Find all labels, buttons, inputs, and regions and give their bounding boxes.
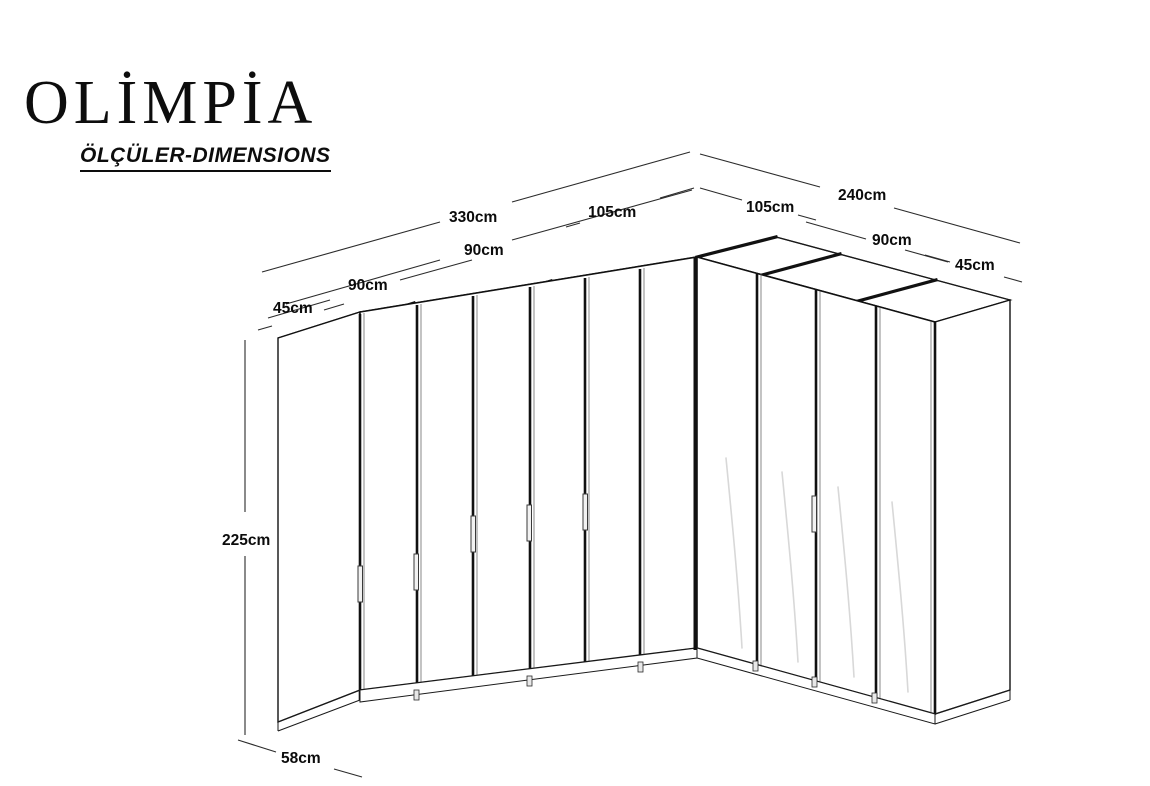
top-seam-r2 [856, 278, 938, 303]
dimension-labels: 330cm 105cm 90cm 90cm 45cm 240cm 105cm 9… [222, 187, 995, 767]
right-wing-door-dividers [755, 273, 937, 714]
label-height: 225cm [222, 532, 270, 549]
dim-line-left-105-b [659, 187, 695, 199]
label-left-total: 330cm [449, 209, 497, 226]
foot-r1 [752, 660, 759, 672]
label-right-90: 90cm [872, 232, 912, 249]
dimension-line-depth [237, 739, 363, 778]
dim-line-right-45-b [1003, 276, 1023, 283]
dim-line-left-total-b [511, 151, 691, 203]
dimension-lines-right [699, 153, 1023, 283]
dim-line-right-105-a [699, 187, 743, 201]
label-right-105: 105cm [746, 199, 794, 216]
dimension-lines-left [257, 151, 695, 331]
right-wing-mirror-streaks [725, 457, 909, 693]
right-wing-door-reveals [760, 274, 932, 713]
foot-l1 [413, 689, 420, 701]
door-handle-l3 [470, 515, 476, 553]
left-end-panel [277, 311, 361, 724]
dim-line-left-45-b [323, 303, 345, 311]
dim-line-right-105-b [797, 214, 817, 221]
dim-line-left-90u-a [285, 259, 441, 305]
dim-line-left-total-a [261, 221, 441, 273]
left-wing-front-face [359, 256, 698, 691]
dim-line-right-total-b [893, 207, 1021, 244]
label-left-90-upper: 90cm [464, 242, 504, 259]
door-handle-l4 [526, 504, 532, 542]
label-left-90-lower: 90cm [348, 277, 388, 294]
label-right-total: 240cm [838, 187, 886, 204]
label-depth: 58cm [281, 750, 321, 767]
right-end-panel [934, 299, 1011, 715]
right-wing-feet [752, 660, 878, 704]
door-handle-l2 [413, 553, 419, 591]
foot-r2 [811, 676, 818, 688]
door-handle-r1 [811, 495, 817, 533]
dim-line-left-90u-b [511, 189, 693, 241]
foot-l3 [637, 661, 644, 673]
label-left-45: 45cm [273, 300, 313, 317]
door-handle-l5 [582, 493, 588, 531]
right-wing-door-handles[interactable] [811, 495, 817, 533]
label-right-45: 45cm [955, 257, 995, 274]
dim-line-right-45-a [904, 249, 949, 263]
brand-block: OLİMPİA ÖLÇÜLER-DIMENSIONS [24, 72, 444, 172]
dim-line-right-90-a [805, 221, 867, 240]
label-left-105: 105cm [588, 204, 636, 221]
foot-l2 [526, 675, 533, 687]
brand-subtitle: ÖLÇÜLER-DIMENSIONS [80, 144, 331, 172]
dim-line-left-90l-a [267, 299, 331, 319]
top-seam-r0 [695, 235, 778, 259]
foot-r3 [871, 692, 878, 704]
dim-line-left-45-a [257, 325, 273, 331]
dim-line-left-105-a [565, 222, 581, 228]
left-wing-feet [413, 661, 644, 701]
dim-line-depth-right [333, 768, 363, 778]
right-wing-top-seams [695, 235, 938, 303]
left-wing-door-reveals [363, 268, 645, 699]
dim-line-depth-left [237, 739, 277, 753]
door-handle-l1 [357, 565, 363, 603]
page-title: OLİMPİA [24, 69, 318, 137]
top-seam-r1 [760, 252, 842, 277]
dim-line-left-90l-b [399, 259, 473, 281]
dim-line-right-total-a [699, 153, 821, 188]
left-wing-door-handles[interactable] [357, 493, 588, 603]
